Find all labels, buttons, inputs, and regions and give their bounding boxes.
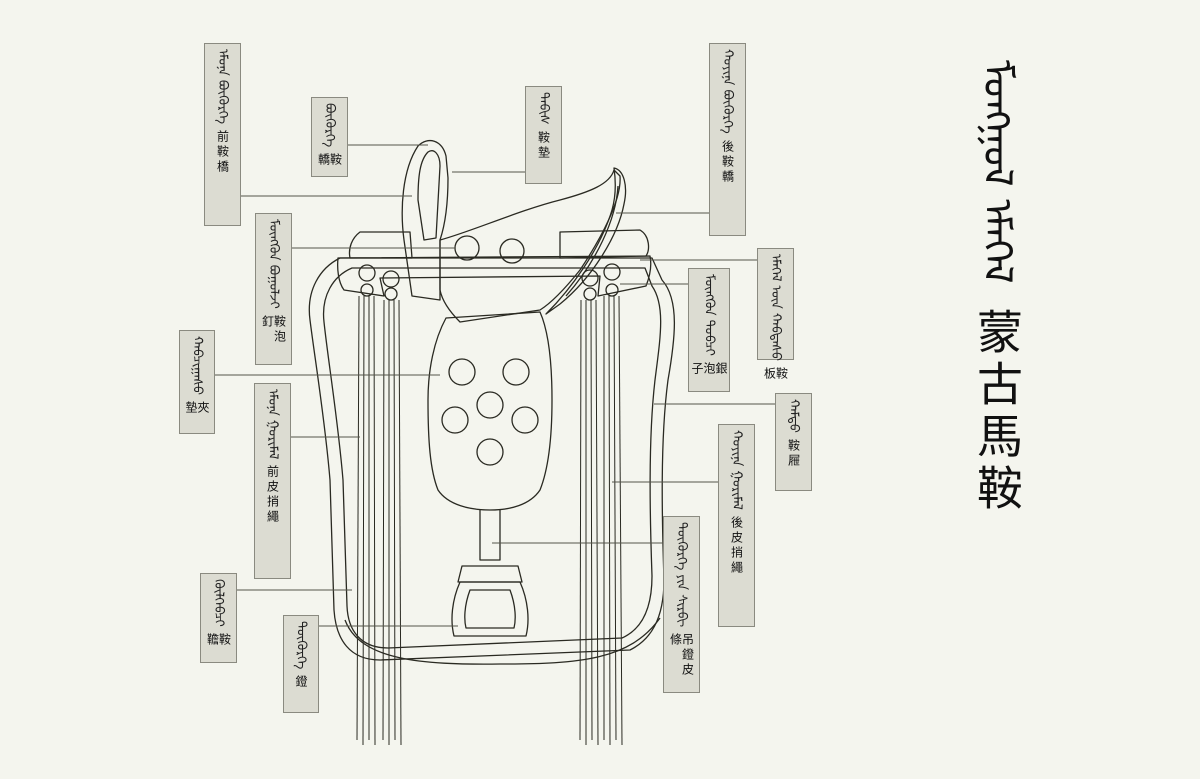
- label-chinese: 後鞍轎: [720, 139, 735, 185]
- front-thong: [398, 299, 402, 746]
- label-mongolian: ᠳᠥᠭᠥᠷᠭᠡ ᠶᠢᠨ ᠰᠢᠷᠪᠢ: [674, 522, 689, 628]
- label-mongolian: ᠡᠮᠦᠨᠡ ᠭᠣᠷᠢᠮᠠᠯ: [265, 389, 280, 460]
- rear-board-wing: [559, 229, 650, 259]
- label-mongolian: ᠡᠮᠡᠭᠡᠯ ᠦᠨ ᠬᠠᠪᠲᠠᠰᠤ: [768, 254, 783, 361]
- label-mongolian: ᠡᠮᠦᠨᠡ ᠪᠦᠭᠦᠷᠭᠡ: [215, 49, 230, 125]
- label-qian-an-qiao: ᠡᠮᠦᠨᠡ ᠪᠦᠭᠦᠷᠭᠡ 前鞍橋: [204, 43, 241, 226]
- label-diao-deng-pi-tiao: ᠳᠥᠭᠥᠷᠭᠡ ᠶᠢᠨ ᠰᠢᠷᠪᠢ 吊鐙皮條: [663, 516, 700, 693]
- title-block: ᠮᠣᠩᠭᠣᠯ ᠡᠮᠡᠭᠡᠯ 蒙古馬鞍: [952, 60, 1042, 720]
- label-an-qiao: ᠪᠦᠭᠦᠷᠭᠡ 鞍轎: [311, 97, 348, 177]
- label-an-ti: ᠬᠠᠮᠲᠤ 鞍屜: [775, 393, 812, 491]
- label-an-chan: ᠬᠥᠯᠬᠡᠪᠴᠢ 鞍韂: [200, 573, 237, 663]
- silver-boss-ring: [384, 287, 398, 301]
- label-chinese: 吊鐙皮條: [668, 633, 695, 679]
- silver-boss: [382, 270, 400, 288]
- panel-stud: [476, 391, 504, 419]
- seat-stud: [499, 238, 525, 264]
- panel-stud: [448, 358, 476, 386]
- label-mongolian: ᠮᠥᠩᠭᠥᠨ ᠪᠣᠭᠣᠯᠵᠢ: [266, 219, 281, 309]
- label-mongolian: ᠬᠥᠯᠬᠡᠪᠴᠢ: [211, 579, 226, 627]
- rear-cantle: [545, 167, 627, 315]
- silver-boss: [581, 269, 599, 287]
- front-pommel: [401, 139, 449, 301]
- stirrup-top: [457, 565, 523, 583]
- label-chinese: 後皮捎繩: [729, 515, 744, 576]
- stirrup-ring: [451, 581, 529, 637]
- rear-thong: [595, 299, 599, 746]
- stirrup-strap: [479, 510, 501, 561]
- label-chinese: 夾墊: [184, 401, 210, 417]
- label-mongolian: ᠬᠠᠮᠲᠤ: [786, 399, 801, 433]
- label-chinese: 前皮捎繩: [265, 465, 280, 526]
- label-deng: ᠳᠥᠭᠥᠷᠭᠡ 鐙: [283, 615, 319, 713]
- front-thong: [362, 295, 365, 746]
- silver-boss-ring: [583, 287, 597, 301]
- seat-stud: [454, 235, 480, 261]
- label-chinese: 前鞍橋: [215, 130, 230, 176]
- label-chinese: 鞍板: [762, 366, 789, 382]
- label-an-dian: ᠳᠡᠪᠢᠰ 鞍墊: [525, 86, 562, 184]
- label-mongolian: ᠬᠠᠪᠴᠢᠭᠠᠰᠤ: [189, 336, 205, 396]
- silver-boss: [358, 264, 376, 282]
- label-mongolian: ᠬᠣᠶᠢᠨᠠ ᠪᠦᠭᠦᠷᠭᠡ: [720, 49, 735, 134]
- rear-cantle-inner: [565, 185, 619, 297]
- label-mongolian: ᠳᠥᠭᠥᠷᠭᠡ: [293, 621, 309, 670]
- panel-stud: [476, 438, 504, 466]
- saddle-board: [337, 255, 652, 297]
- front-thong: [382, 299, 385, 741]
- label-chinese: 銀泡子: [690, 361, 728, 377]
- saddle-flap-outer: [308, 257, 675, 661]
- front-pommel-inner: [417, 150, 441, 241]
- front-board-wing: [348, 231, 413, 259]
- label-mongolian: ᠮᠥᠩᠭᠥᠨ ᠲᠣᠪᠴᠢ: [701, 274, 717, 356]
- label-jia-dian: ᠬᠠᠪᠴᠢᠭᠠᠰᠤ 夾墊: [179, 330, 215, 434]
- title-mongolian: ᠮᠣᠩᠭᠣᠯ ᠡᠮᠡᠭᠡᠯ: [974, 60, 1020, 284]
- panel-stud: [511, 406, 539, 434]
- label-mongolian: ᠪᠦᠭᠦᠷᠭᠡ: [322, 103, 337, 148]
- stirrup-ring-inner: [464, 589, 516, 629]
- rear-thong: [613, 295, 617, 741]
- saddle-flap-inner: [322, 267, 662, 649]
- label-chinese: 鐙: [294, 675, 308, 691]
- label-chinese: 鞍墊: [536, 130, 551, 161]
- label-chinese: 鞍屜: [786, 438, 801, 469]
- label-chinese: 鞍轎: [316, 153, 343, 169]
- rear-thong: [590, 299, 593, 741]
- silver-boss-ring: [605, 283, 619, 297]
- label-chinese: 鞍韂: [205, 632, 232, 648]
- panel-stud: [441, 406, 469, 434]
- label-hou-pi-shao-sheng: ᠬᠣᠶᠢᠨᠠ ᠭᠣᠷᠢᠮᠠᠯ 後皮捎繩: [718, 424, 755, 627]
- label-hou-an-qiao: ᠬᠣᠶᠢᠨᠠ ᠪᠦᠭᠦᠷᠭᠡ 後鞍轎: [709, 43, 746, 236]
- panel-stud: [502, 358, 530, 386]
- label-an-pao-ding: ᠮᠥᠩᠭᠥᠨ ᠪᠣᠭᠣᠯᠵᠢ 鞍泡釘: [255, 213, 292, 365]
- front-thong: [356, 295, 360, 741]
- front-thong: [393, 299, 396, 741]
- label-qian-pi-shao-sheng: ᠡᠮᠦᠨᠡ ᠭᠣᠷᠢᠮᠠᠯ 前皮捎繩: [254, 383, 291, 579]
- rear-thong: [618, 295, 623, 746]
- silver-boss: [603, 263, 621, 281]
- label-chinese: 鞍泡釘: [260, 314, 287, 345]
- center-panel: [427, 311, 553, 511]
- label-yin-pao-zi: ᠮᠥᠩᠭᠥᠨ ᠲᠣᠪᠴᠢ 銀泡子: [688, 268, 730, 392]
- saddle-flap-rim: [344, 617, 661, 665]
- title-chinese: 蒙古馬鞍: [970, 307, 1024, 516]
- label-mongolian: ᠳᠡᠪᠢᠰ: [536, 92, 551, 125]
- rear-thong: [608, 295, 611, 746]
- front-thong: [373, 295, 376, 746]
- rear-thong: [579, 299, 582, 741]
- label-mongolian: ᠬᠣᠶᠢᠨᠠ ᠭᠣᠷᠢᠮᠠᠯ: [729, 430, 744, 510]
- silver-boss-ring: [360, 283, 374, 297]
- label-an-ban: ᠡᠮᠡᠭᠡᠯ ᠦᠨ ᠬᠠᠪᠲᠠᠰᠤ 鞍板: [757, 248, 794, 382]
